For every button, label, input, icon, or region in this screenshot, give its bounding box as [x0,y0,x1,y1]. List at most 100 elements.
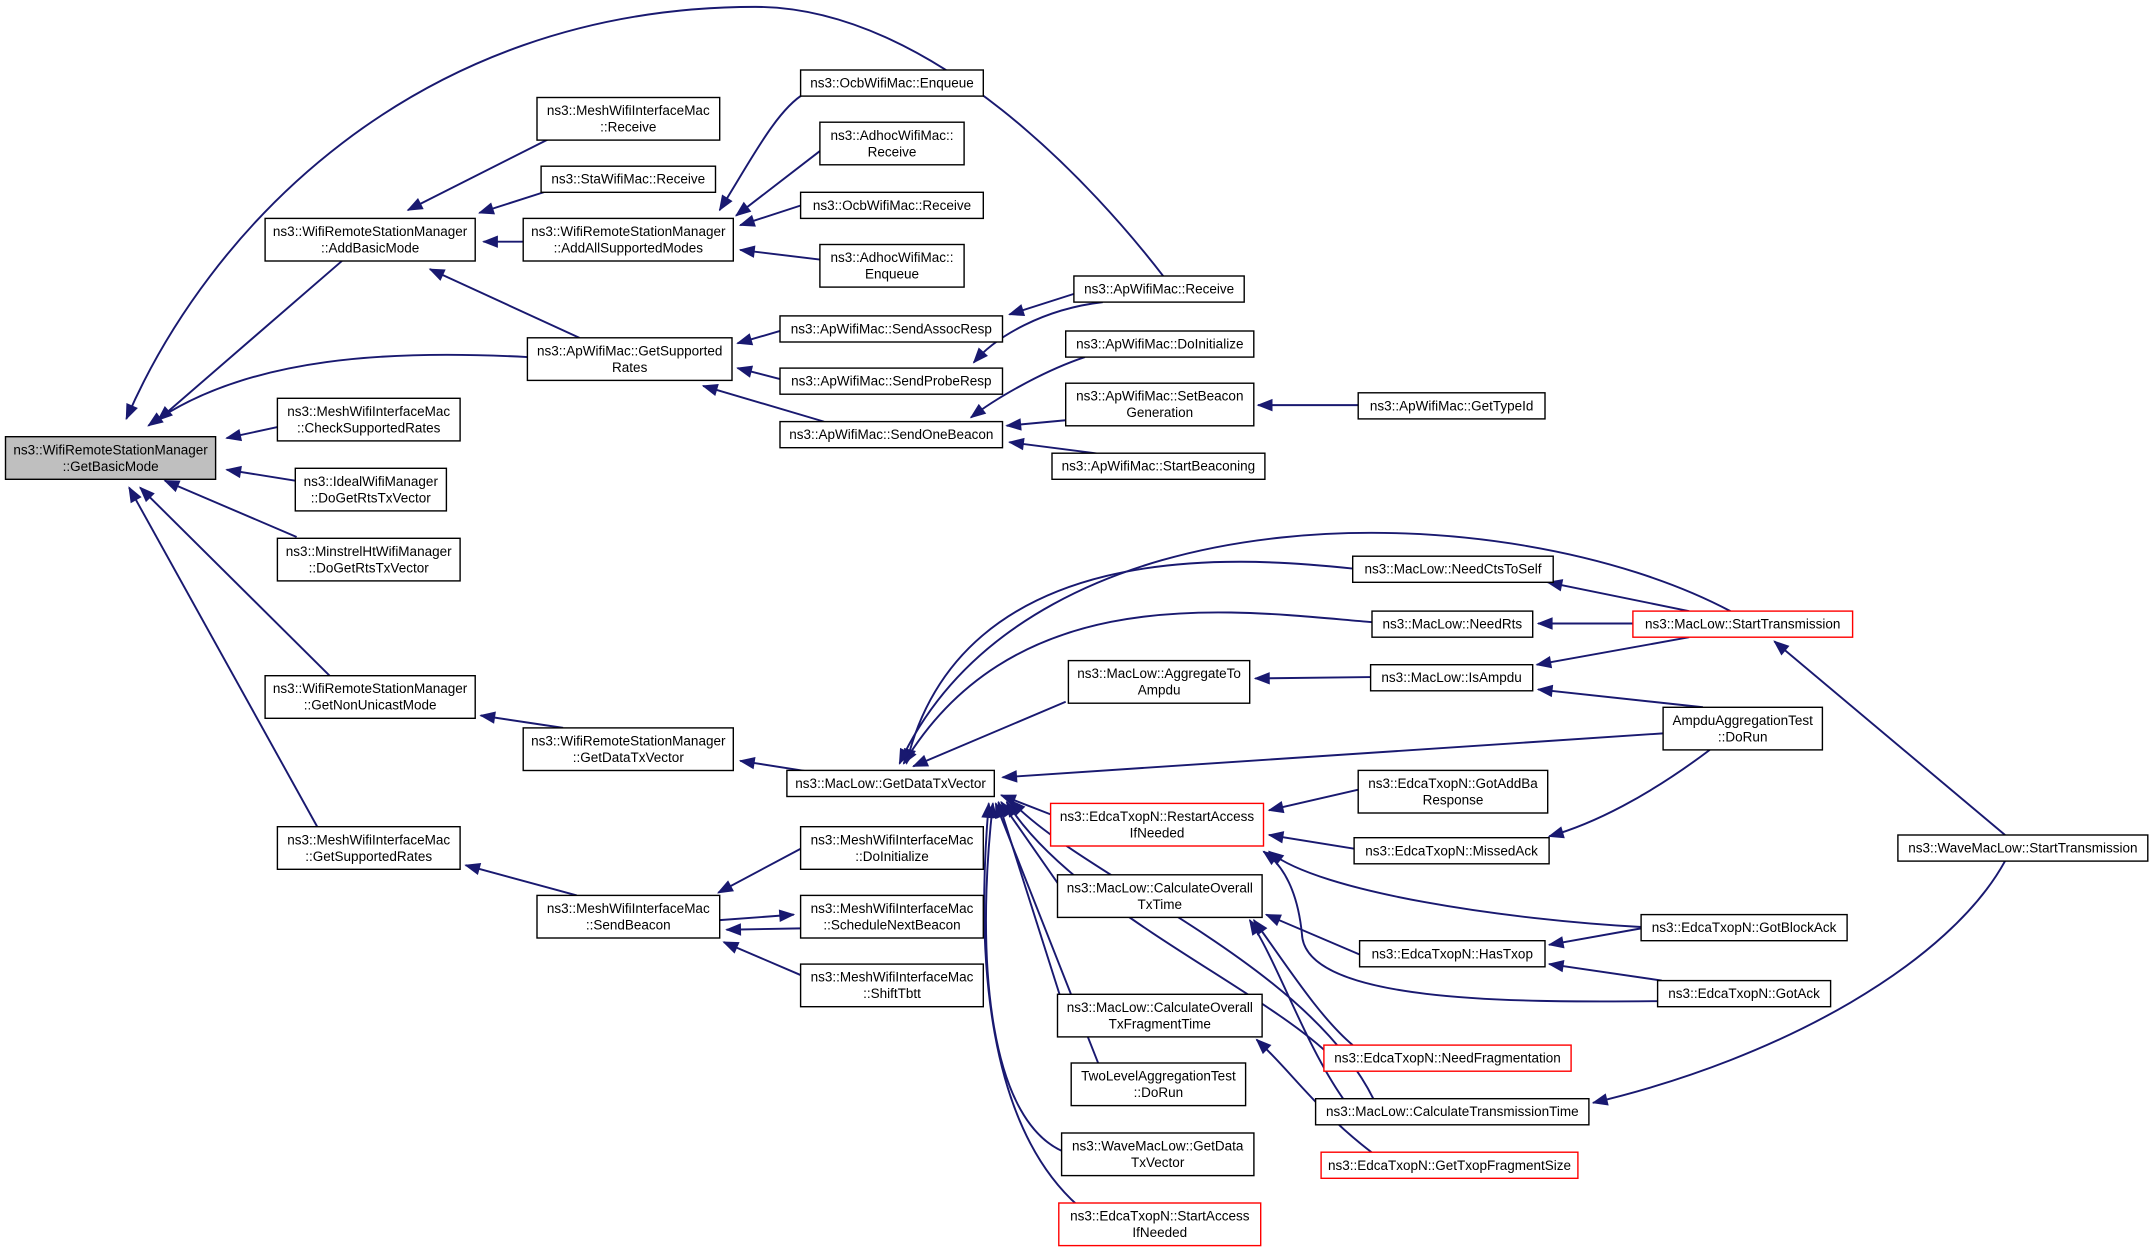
node-label-line: IfNeeded [1132,1225,1187,1240]
edge-n10-to-n0 [147,353,528,427]
node-label-line: ns3::MeshWifiInterfaceMac [287,404,450,419]
edge-n16-to-n15 [1256,398,1359,412]
node-ns3-apwifimac-startbeaconing[interactable]: ns3::ApWifiMac::StartBeaconing [1051,452,1266,481]
node-ns3-stawifimac-receive[interactable]: ns3::StaWifiMac::Receive [540,165,717,193]
node-ns3-wifiremotestationmanager-addbasicmode[interactable]: ns3::WifiRemoteStationManager::AddBasicM… [264,217,476,262]
node-box [4,436,217,481]
edge-line [1536,636,1690,666]
node-label-line: Response [1423,793,1484,808]
node-ns3-meshwifiinterfacemac-sendbeacon[interactable]: ns3::MeshWifiInterfaceMac::SendBeacon [536,894,721,939]
node-ns3-apwifimac-getsupportedrates[interactable]: ns3::ApWifiMac::GetSupportedRates [526,337,733,382]
edge-n22-to-n21 [479,711,564,729]
node-box [1358,940,1546,968]
edge-line [147,353,528,427]
node-ns3-wifiremotestationmanager-addallsupportedmodes[interactable]: ns3::WifiRemoteStationManager::AddAllSup… [522,217,735,262]
node-ns3-apwifimac-sendassocresp[interactable]: ns3::ApWifiMac::SendAssocResp [779,315,1004,343]
node-ns3-maclow-isampdu[interactable]: ns3::MacLow::IsAmpdu [1369,664,1534,692]
node-label-line: ns3::MacLow::CalculateTransmissionTime [1326,1104,1579,1119]
node-ns3-meshwifiinterfacemac-shifttbtt[interactable]: ns3::MeshWifiInterfaceMac::ShiftTbtt [799,963,984,1008]
node-ns3-edcatxopn-missedack[interactable]: ns3::EdcaTxopN::MissedAck [1353,837,1550,865]
node-ns3-meshwifiinterfacemac-getsupportedrates[interactable]: ns3::MeshWifiInterfaceMac::GetSupportedR… [276,826,461,871]
arrowhead [1008,437,1025,451]
node-box [779,367,1004,395]
arrowhead [722,941,740,954]
node-ns3-maclow-calculateoveralltxfragmenttime[interactable]: ns3::MacLow::CalculateOverallTxFragmentT… [1056,993,1263,1038]
node-ns3-wifiremotestationmanager-getnonunicastmode[interactable]: ns3::WifiRemoteStationManager::GetNonUni… [264,675,476,720]
edge-n43-to-n23 [985,802,1069,1155]
node-ns3-apwifimac-gettypeid[interactable]: ns3::ApWifiMac::GetTypeId [1357,392,1546,420]
node-ns3-wavemaclow-starttransmission[interactable]: ns3::WaveMacLow::StartTransmission [1897,834,2149,862]
node-label-line: ns3::EdcaTxopN::GotAck [1668,986,1820,1001]
node-ns3-wifiremotestationmanager-getbasicmode[interactable]: ns3::WifiRemoteStationManager::GetBasicM… [4,436,217,481]
arrowhead [479,711,496,724]
node-ns3-apwifimac-doinitialize[interactable]: ns3::ApWifiMac::DoInitialize [1064,330,1255,358]
edge-n18-to-n0 [225,426,278,442]
node-ns3-meshwifiinterfacemac-schedulenextbeacon[interactable]: ns3::MeshWifiInterfaceMac::ScheduleNextB… [799,894,984,939]
node-label-line: ::GetBasicMode [63,459,159,474]
node-label-line: ::SendBeacon [586,917,671,932]
node-ns3-idealwifimanager-dogetrtstxvector[interactable]: ns3::IdealWifiManager::DoGetRtsTxVector [294,467,448,512]
node-ns3-meshwifiinterfacemac-doinitialize[interactable]: ns3::MeshWifiInterfaceMac::DoInitialize [799,826,984,871]
arrowhead [736,365,754,378]
node-ns3-apwifimac-sendproberesp[interactable]: ns3::ApWifiMac::SendProbeResp [779,367,1004,395]
node-box [1058,1202,1262,1247]
node-ns3-adhocwifimac-receive[interactable]: ns3::AdhocWifiMac::Receive [819,121,965,166]
node-label-line: Receive [868,144,917,159]
node-box [779,420,1004,449]
node-ns3-edcatxopn-gotblockack[interactable]: ns3::EdcaTxopN::GotBlockAck [1640,913,1848,942]
edge-n2-to-n1 [406,137,550,211]
node-ns3-ocbwifimac-receive[interactable]: ns3::OcbWifiMac::Receive [799,191,984,220]
node-box [540,165,717,193]
node-ampduaggregationtest-dorun[interactable]: AmpduAggregationTest::DoRun [1662,706,1824,751]
node-box [1060,1132,1255,1177]
node-ns3-ocbwifimac-enqueue[interactable]: ns3::OcbWifiMac::Enqueue [799,69,984,97]
edge-line [1773,640,2006,836]
node-ns3-edcatxopn-gotack[interactable]: ns3::EdcaTxopN::GotAck [1656,979,1832,1008]
edge-n48-to-n46 [725,923,801,936]
edge-line [1268,788,1359,812]
node-ns3-edcatxopn-needfragmentation[interactable]: ns3::EdcaTxopN::NeedFragmentation [1323,1044,1572,1072]
node-ns3-edcatxopn-gettxopfragmentsize[interactable]: ns3::EdcaTxopN::GetTxopFragmentSize [1320,1151,1579,1179]
node-ns3-maclow-needctstoself[interactable]: ns3::MacLow::NeedCtsToSelf [1351,555,1554,584]
edge-n1-to-n0 [156,260,343,422]
node-label-line: ::DoRun [1718,729,1768,744]
node-label-line: ::ShiftTbtt [863,986,921,1001]
node-ns3-adhocwifimac-enqueue[interactable]: ns3::AdhocWifiMac::Enqueue [819,243,965,288]
arrowhead [464,863,482,876]
node-ns3-maclow-starttransmission[interactable]: ns3::MacLow::StartTransmission [1632,610,1854,638]
node-ns3-wifiremotestationmanager-getdatatxvector[interactable]: ns3::WifiRemoteStationManager::GetDataTx… [522,727,735,772]
edge-line [1548,963,1662,982]
node-twolevelaggregationtest-dorun[interactable]: TwoLevelAggregationTest::DoRun [1070,1062,1247,1107]
edge-n17-to-n13 [1008,437,1106,456]
edge-line [1255,1038,1374,1155]
edge-n37-to-n35 [1547,960,1662,982]
node-ns3-meshwifiinterfacemac-checksupportedrates[interactable]: ns3::MeshWifiInterfaceMac::CheckSupporte… [276,397,461,442]
node-label-line: ::Receive [600,120,656,135]
edge-n21-to-n0 [139,486,331,677]
node-ns3-maclow-calculatetransmissiontime[interactable]: ns3::MacLow::CalculateTransmissionTime [1314,1097,1590,1126]
node-ns3-edcatxopn-hastxop[interactable]: ns3::EdcaTxopN::HasTxop [1358,940,1546,968]
node-ns3-apwifimac-sendonebeacon[interactable]: ns3::ApWifiMac::SendOneBeacon [779,420,1004,449]
arrowhead [778,909,796,922]
node-ns3-maclow-needrts[interactable]: ns3::MacLow::NeedRts [1371,610,1534,638]
node-label-line: ns3::EdcaTxopN::MissedAck [1365,843,1538,858]
node-ns3-wavemaclow-getdatatxvector[interactable]: ns3::WaveMacLow::GetDataTxVector [1060,1132,1255,1177]
node-ns3-maclow-getdatatxvector[interactable]: ns3::MacLow::GetDataTxVector [786,769,996,798]
node-box [1056,993,1263,1038]
edge-n13-to-n10 [701,384,825,423]
node-ns3-apwifimac-receive[interactable]: ns3::ApWifiMac::Receive [1073,275,1245,303]
node-ns3-meshwifiinterfacemac-receive[interactable]: ns3::MeshWifiInterfaceMac::Receive [536,96,721,141]
node-ns3-minstrelhtwifimanager-dogetrtstxvector[interactable]: ns3::MinstrelHtWifiManager::DoGetRtsTxVe… [276,537,461,582]
arrowhead [1547,936,1565,949]
arrowhead [735,201,752,217]
node-box [1073,275,1245,303]
node-box [1064,330,1255,358]
node-label-line: ns3::WaveMacLow::StartTransmission [1908,841,2137,856]
node-box [294,467,448,512]
